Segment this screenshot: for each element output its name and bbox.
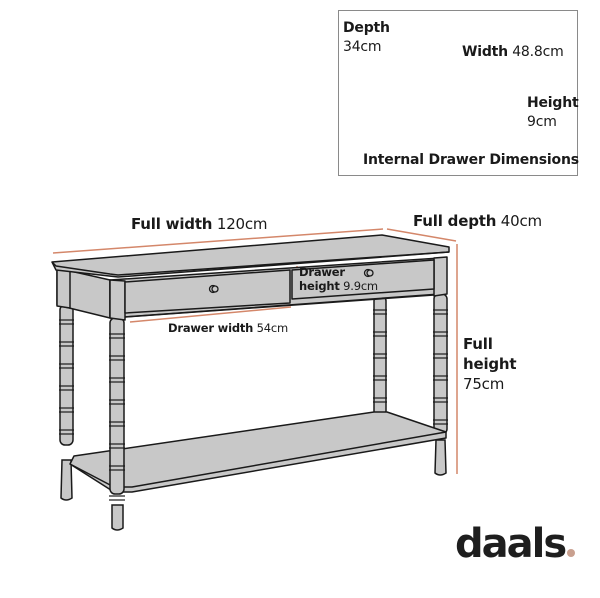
drawer-height-title-2: height: [299, 279, 340, 293]
daals-logo: daals: [455, 521, 576, 567]
inset-height-label: Height: [527, 95, 579, 112]
logo-dot: [567, 549, 576, 557]
full-width-title: Full width: [131, 215, 213, 233]
drawer-width-value: 54cm: [256, 321, 289, 335]
inset-height-title: Height: [527, 95, 579, 111]
full-width-label: Full width 120cm: [131, 215, 268, 233]
table-apron: [56, 256, 448, 321]
logo-text: daals: [455, 521, 567, 567]
inset-depth-value: 34cm: [343, 39, 382, 55]
inset-height-value: 9cm: [527, 114, 557, 130]
drawer-width-label: Drawer width 54cm: [168, 322, 288, 335]
drawer-height-label: Drawer height 9.9cm: [299, 265, 378, 293]
full-width-value: 120cm: [216, 215, 268, 233]
full-depth-label: Full depth 40cm: [413, 213, 542, 230]
leg-right-rear: [433, 293, 448, 476]
full-height-title-2: height: [463, 355, 517, 373]
bottom-shelf: [69, 411, 447, 493]
full-height-title-1: Full: [463, 335, 493, 353]
inset-title: Internal Drawer Dimensions: [363, 152, 579, 168]
back-legs: [373, 295, 387, 417]
leg-front-left: [59, 304, 74, 501]
inset-width-title: Width: [462, 44, 508, 60]
inset-depth-title: Depth: [343, 20, 390, 36]
drawer-height-value: 9.9cm: [343, 279, 378, 293]
internal-drawer-panel: [338, 10, 578, 176]
inset-depth-label: Depth: [343, 20, 390, 37]
full-depth-title: Full depth: [413, 212, 497, 230]
table-top: [51, 234, 450, 278]
full-height-value: 75cm: [463, 375, 505, 393]
inset-width-value: 48.8cm: [512, 44, 564, 60]
drawer-width-title: Drawer width: [168, 321, 254, 335]
full-height-label: Full height 75cm: [463, 334, 517, 394]
full-depth-value: 40cm: [500, 212, 542, 230]
drawer-knobs: [208, 268, 374, 294]
drawer-height-title-1: Drawer: [299, 265, 345, 279]
leg-front-center: [109, 317, 125, 531]
inset-width-label: Width 48.8cm: [462, 44, 564, 61]
